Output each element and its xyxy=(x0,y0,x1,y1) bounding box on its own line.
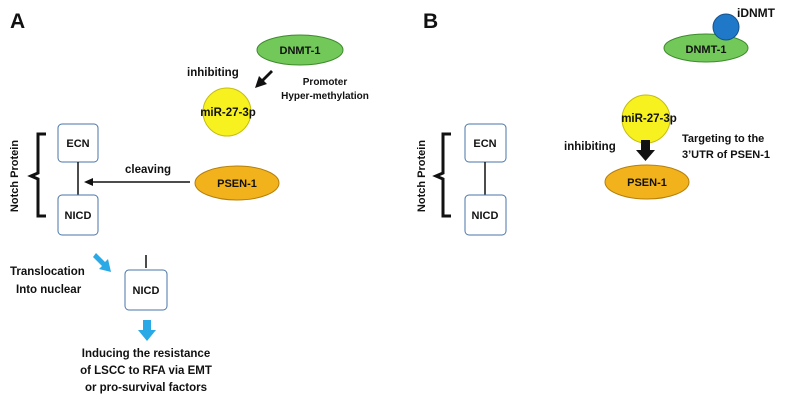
nicd-label-b: NICD xyxy=(472,210,499,222)
result-line-1: Inducing the resistance xyxy=(82,348,210,360)
panel-b: B iDNMT DNMT-1 miR-27-3p inhibiting Targ… xyxy=(416,6,776,236)
translocation-arrow xyxy=(93,253,111,272)
targeting-label-2: 3’UTR of PSEN-1 xyxy=(682,149,770,161)
psen1-node-a xyxy=(194,165,280,201)
cleaving-arrowhead xyxy=(84,178,93,186)
nicd-nuclear-label: NICD xyxy=(133,285,160,297)
psen1-node-b xyxy=(604,164,690,200)
translocation-label: Translocation xyxy=(10,266,85,278)
inhibiting-label-a: inhibiting xyxy=(187,67,239,79)
inhibition-arrow-a xyxy=(255,70,273,88)
into-nuclear-label: Into nuclear xyxy=(16,284,82,296)
nicd-box-a xyxy=(57,194,99,236)
notch-protein-label-a: Notch Protein xyxy=(9,140,21,212)
targeting-label-1: Targeting to the xyxy=(682,133,764,145)
cleaving-label: cleaving xyxy=(125,164,171,176)
result-line-3: or pro-survival factors xyxy=(85,382,207,394)
mir-27-3p-node xyxy=(202,87,252,137)
nicd-nuclear-box xyxy=(124,269,168,311)
notch-brace-a xyxy=(27,132,46,218)
panel-a-letter: A xyxy=(10,10,25,33)
ecn-label-a: ECN xyxy=(66,138,89,150)
dnmt1-node xyxy=(256,34,344,66)
inhibiting-label-b: inhibiting xyxy=(564,141,616,153)
mir-27-3p-label-b: miR-27-3p xyxy=(621,113,677,125)
dnmt1-node-b xyxy=(663,33,749,63)
promoter-label: Promoter xyxy=(303,77,348,88)
idnmt-label: iDNMT xyxy=(737,6,776,20)
panel-b-letter: B xyxy=(423,10,438,33)
nicd-box-b xyxy=(464,194,507,236)
resistance-arrow xyxy=(138,320,156,341)
notch-brace-b xyxy=(432,132,451,218)
panel-a: A DNMT-1 inhibiting Promoter Hyper-methy… xyxy=(9,10,369,394)
hypermethylation-label: Hyper-methylation xyxy=(281,91,369,102)
dnmt1-label-b: DNMT-1 xyxy=(686,44,727,56)
psen1-label-a: PSEN-1 xyxy=(217,178,257,190)
psen1-label-b: PSEN-1 xyxy=(627,177,667,189)
dnmt1-label: DNMT-1 xyxy=(280,45,321,57)
mir-27-3p-label: miR-27-3p xyxy=(200,107,256,119)
inhibition-arrow-b xyxy=(636,140,655,161)
notch-protein-label-b: Notch Protein xyxy=(416,140,428,212)
ecn-label-b: ECN xyxy=(473,138,496,150)
nicd-label-a: NICD xyxy=(65,210,92,222)
result-line-2: of LSCC to RFA via EMT xyxy=(80,365,212,377)
idnmt-node xyxy=(712,13,740,41)
